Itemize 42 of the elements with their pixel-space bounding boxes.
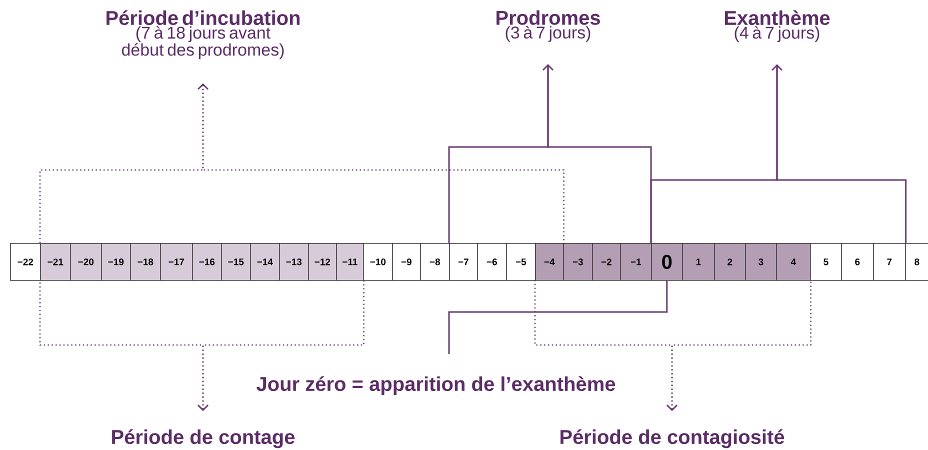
bracket-arrow	[198, 83, 564, 243]
timeline-cell: −4	[535, 243, 564, 281]
timeline-cell: −17	[160, 243, 193, 281]
bracket-arrow	[198, 280, 364, 411]
period-heading: Prodromes (3 à 7 jours)	[496, 10, 600, 42]
bracket-arrow	[772, 64, 907, 243]
timeline-cell: −12	[308, 243, 337, 281]
timeline-cell: −3	[563, 243, 593, 281]
timeline-cell: 4	[776, 243, 811, 281]
timeline-cell: −13	[279, 243, 309, 281]
timeline-cell: −22	[10, 243, 41, 281]
timeline-cell: −5	[506, 243, 536, 281]
timeline-cell: 5	[810, 243, 842, 281]
timeline-cell: −8	[420, 243, 450, 281]
timeline-cell: −9	[392, 243, 421, 281]
timeline-cell: −20	[70, 243, 102, 281]
timeline-cell: −6	[477, 243, 507, 281]
period-heading: Période d’incubation (7 à 18 jours avant début des prodromes)	[106, 10, 300, 60]
timeline-cell: 6	[841, 243, 874, 281]
period-heading: Exanthème (4 à 7 jours)	[724, 10, 830, 42]
timeline-cell: 3	[745, 243, 777, 281]
timeline-cell: 0	[651, 243, 683, 281]
timeline-cell: −10	[363, 243, 393, 281]
timeline-cell: 7	[873, 243, 906, 281]
period-heading: Période de contage	[112, 429, 295, 448]
note-text: Jour zéro = apparition de l’exanthème	[256, 376, 616, 396]
timeline-cell: −18	[130, 243, 161, 281]
timeline-cell: 1	[682, 243, 715, 281]
leader-line	[448, 280, 668, 354]
timeline-cell: −7	[449, 243, 478, 281]
timeline-cell: 8	[905, 243, 928, 281]
timeline-cell: −15	[221, 243, 251, 281]
timeline-cell: −14	[250, 243, 280, 281]
period-heading: Période de contagiosité	[560, 429, 784, 448]
timeline-cell: −11	[336, 243, 364, 281]
timeline-cell: 2	[714, 243, 746, 281]
timeline-cell: −1	[620, 243, 652, 281]
timeline-cell: −21	[40, 243, 71, 281]
timeline-cell: −19	[101, 243, 131, 281]
bracket-arrow	[666, 280, 812, 411]
timeline-cell: −16	[192, 243, 222, 281]
timeline-cell: −2	[592, 243, 621, 281]
